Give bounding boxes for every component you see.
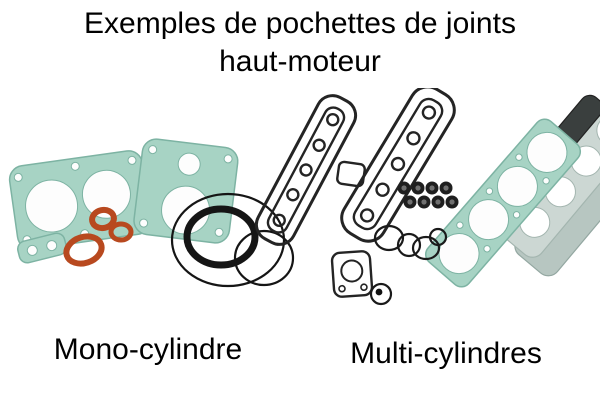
base-gasket-ring	[170, 192, 286, 288]
multi-head-gasket	[424, 118, 582, 288]
small-cover-gasket	[330, 250, 374, 298]
valve-cover-gasket-2	[340, 88, 456, 243]
thin-o-ring	[233, 229, 295, 287]
small-rect-gasket	[336, 160, 366, 188]
small-o-rings	[373, 224, 448, 261]
mono-head-gasket	[8, 150, 152, 250]
title-line1: Exemples de pochettes de joints	[84, 7, 516, 40]
title-line2: haut-moteur	[219, 45, 381, 78]
mono-gasket-set	[8, 138, 295, 288]
figure-title: Exemples de pochettes de joints haut-mot…	[0, 5, 600, 81]
rubber-grommets	[397, 181, 459, 209]
valve-cover-gasket-1	[254, 94, 358, 246]
orange-o-ring-3	[63, 233, 105, 267]
orange-o-ring-1	[89, 206, 117, 232]
thick-o-ring	[183, 205, 259, 269]
caption-mono-cylindre: Mono-cylindre	[53, 333, 243, 366]
mono-small-gasket	[16, 232, 68, 264]
seal-with-dot	[369, 282, 393, 306]
caption-multi-cylindres: Multi-cylindres	[350, 337, 542, 370]
multi-gasket-set	[254, 88, 600, 306]
gasket-photo	[8, 88, 600, 306]
orange-o-ring-2	[108, 221, 134, 243]
